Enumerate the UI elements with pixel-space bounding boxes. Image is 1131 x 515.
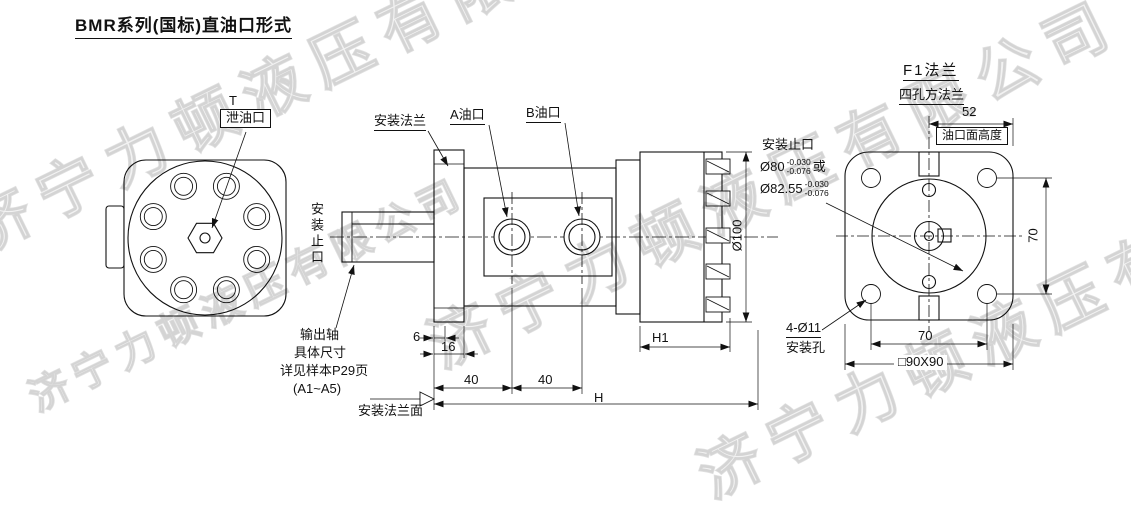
mounting-holes-label2: 安装孔 <box>786 340 826 355</box>
shaft-note-line3: 详见样本P29页 <box>280 363 369 378</box>
spigot-diameter-1: Ø80 -0.030 -0.076 或 <box>760 157 826 177</box>
drain-port-leader <box>211 131 247 229</box>
port-b-label: B油口 <box>526 105 561 123</box>
spigot-diameter-2: Ø82.55 -0.030 -0.076 <box>760 179 831 199</box>
f1-flange-title: F1法兰 <box>903 62 959 82</box>
spigot-dia2-tol-upper: -0.030 <box>804 179 829 189</box>
spigot-dia1-suffix: 或 <box>812 158 826 174</box>
mounting-flange-leader <box>427 130 449 167</box>
dim-16: 16 <box>441 339 456 354</box>
mounting-flange-plate <box>433 149 465 323</box>
dim-h1: H1 <box>652 330 669 345</box>
spigot-dia2-base: Ø82.55 <box>760 180 803 196</box>
page-title: BMR系列(国标)直油口形式 <box>75 16 293 39</box>
spigot-dia1-tolerance: -0.030 -0.076 <box>786 157 811 177</box>
dim-52: 52 <box>962 104 977 119</box>
mounting-holes-label: 4-Ø11 <box>786 320 822 338</box>
spigot-leader <box>825 202 964 272</box>
datum-flag <box>419 391 436 407</box>
drawing-canvas <box>105 116 1052 410</box>
dim-70-vertical: 70 <box>1025 228 1041 243</box>
flange-face-label: 安装法兰面 <box>358 403 424 418</box>
shaft-note-line2: 具体尺寸 <box>294 345 347 360</box>
side-view <box>330 122 778 410</box>
mounting-spigot-label-front: 安装止口 <box>762 137 815 152</box>
dim-70-horizontal: 70 <box>918 328 933 343</box>
top-port-face <box>918 151 940 177</box>
port-b-leader <box>564 122 581 217</box>
spigot-circle <box>871 178 987 294</box>
mount-holes-leader <box>821 299 867 331</box>
rear-flange-square <box>123 159 287 317</box>
shaft-note-leader <box>335 264 355 329</box>
rear-view <box>105 131 355 329</box>
dim-h: H <box>594 390 604 405</box>
spigot-dia2-tol-lower: -0.076 <box>804 188 829 199</box>
center-bore <box>913 220 945 252</box>
spigot-dia1-tol-upper: -0.030 <box>786 157 811 167</box>
drain-plug-hole <box>199 232 211 244</box>
port-a-label: A油口 <box>450 107 485 125</box>
f1-flange-subtitle: 四孔方法兰 <box>899 87 965 105</box>
center-key-slot <box>937 228 952 243</box>
dim-6: 6 <box>413 329 421 344</box>
flange-mount-holes <box>861 168 997 304</box>
port-face-height-label: 油口面高度 <box>936 127 1009 145</box>
rear-side-tab <box>105 205 125 269</box>
spigot-dia1-base: Ø80 <box>760 158 785 174</box>
mounting-flange-label: 安装法兰 <box>374 113 427 131</box>
shaft-note-line4: (A1~A5) <box>293 381 342 396</box>
spigot-dia2-tolerance: -0.030 -0.076 <box>804 179 829 199</box>
port-boss <box>483 197 613 277</box>
end-cover-bolts <box>705 158 731 313</box>
rear-body-circle <box>127 160 283 316</box>
side-view-dimensions <box>420 151 759 410</box>
dim-square-90x90: □90X90 <box>894 354 948 370</box>
shaft-note-line1: 输出轴 <box>300 327 340 342</box>
mounting-spigot-label-side: 安装止口 <box>308 202 324 266</box>
dim-40-a: 40 <box>464 372 479 387</box>
port-a-leader <box>488 124 509 218</box>
dim-dia-100: Ø100 <box>729 219 745 252</box>
drain-port-label: 泄油口 <box>220 109 272 128</box>
drain-port-tag-t: T <box>229 93 237 108</box>
rear-bolt-holes <box>139 172 271 304</box>
flange-square <box>844 151 1014 321</box>
bottom-port-face <box>918 295 940 321</box>
dim-40-b: 40 <box>538 372 553 387</box>
front-view <box>821 116 1052 370</box>
spigot-dia1-tol-lower: -0.076 <box>786 166 811 177</box>
